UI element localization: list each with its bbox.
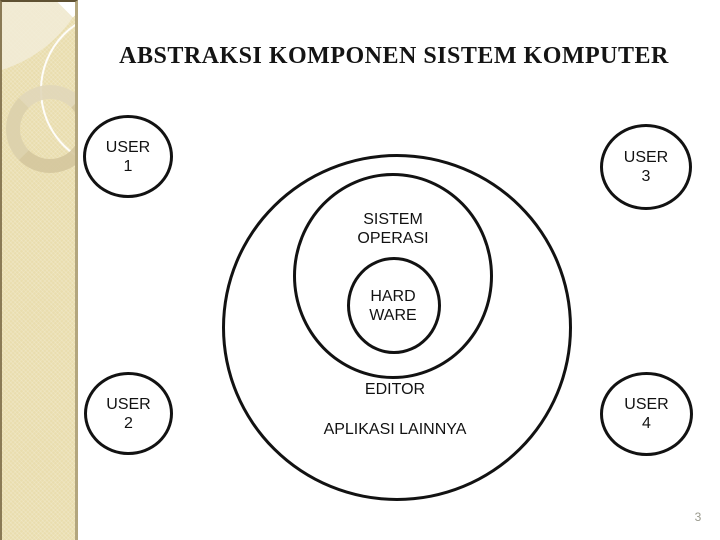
- label-aplikasi-lainnya: APLIKASI LAINNYA: [323, 421, 467, 438]
- user-1-label-line1: USER: [105, 138, 151, 156]
- label-hardware: HARD WARE: [343, 287, 443, 325]
- label-sistem-operasi: SISTEM OPERASI: [333, 210, 453, 248]
- user-2-label-line1: USER: [106, 395, 151, 413]
- user-2-label-line2: 2: [124, 414, 133, 432]
- decorative-side-strip: [0, 0, 78, 540]
- label-editor: EDITOR: [364, 381, 426, 398]
- user-1-circle: USER 1: [83, 115, 173, 198]
- user-4-label-line2: 4: [642, 415, 651, 432]
- slide-title: ABSTRAKSI KOMPONEN SISTEM KOMPUTER: [119, 43, 669, 69]
- decorative-ring-icon: [6, 85, 75, 173]
- user-4-circle: USER 4: [600, 372, 693, 456]
- user-1-label-line2: 1: [123, 157, 133, 175]
- label-hardware-line1: HARD: [370, 288, 416, 305]
- outer-circle-applications: [222, 154, 572, 501]
- user-3-label-line1: USER: [623, 149, 669, 166]
- label-sistem-operasi-line1: SISTEM: [363, 211, 423, 228]
- user-4-label-line1: USER: [624, 396, 669, 413]
- label-hardware-line2: WARE: [369, 307, 417, 324]
- user-3-label-line2: 3: [641, 168, 651, 185]
- inner-circle-hardware: [347, 257, 441, 354]
- user-3-circle: USER 3: [600, 124, 692, 210]
- user-2-circle: USER 2: [84, 372, 173, 455]
- label-sistem-operasi-line2: OPERASI: [357, 230, 429, 247]
- page-number: 3: [694, 510, 702, 524]
